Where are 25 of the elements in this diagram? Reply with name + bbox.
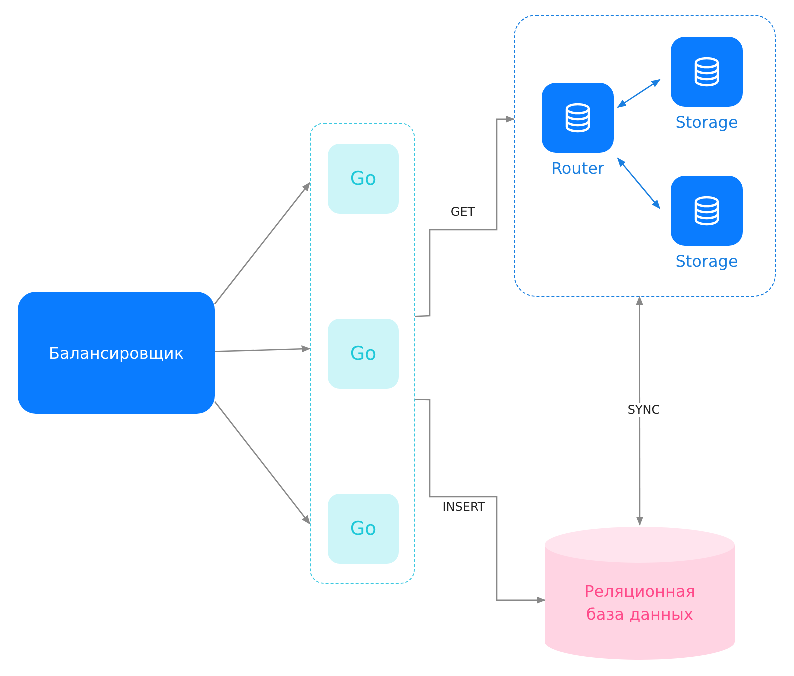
arrow [617, 79, 661, 108]
box-label: Go [350, 168, 377, 190]
edge-label: GET [448, 205, 478, 219]
arrow [214, 401, 311, 525]
arrow [414, 398, 546, 604]
box-label: Go [350, 518, 377, 540]
box-label: Балансировщик [49, 344, 184, 362]
dashed-group [310, 123, 415, 584]
service-box [328, 144, 399, 214]
edge-label: SYNC [626, 403, 662, 417]
service-box [328, 319, 399, 389]
node-label: Storage [676, 252, 738, 271]
dashed-group [514, 15, 776, 297]
service-box [328, 494, 399, 564]
arrow [214, 182, 311, 305]
box-label: Go [350, 343, 377, 365]
node-label: Реляционная база данных [584, 581, 696, 626]
arrow [214, 346, 311, 353]
arrow [414, 116, 515, 318]
node-label: Router [551, 159, 605, 178]
arrow [636, 296, 644, 526]
node-label: Storage [676, 113, 738, 132]
process-box [18, 292, 215, 414]
arrow [617, 158, 661, 210]
edge-label: INSERT [440, 500, 488, 514]
